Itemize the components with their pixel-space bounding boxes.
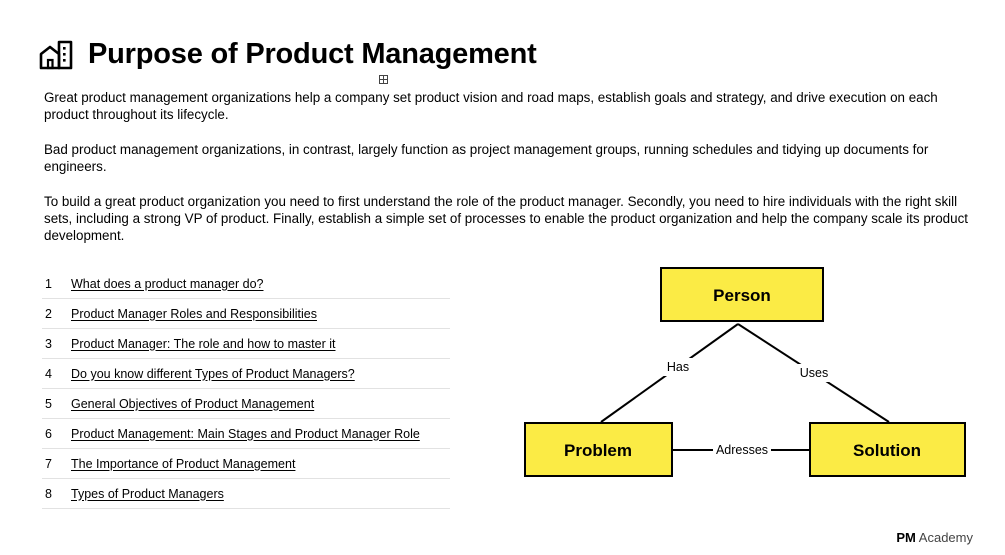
building-icon bbox=[39, 40, 73, 70]
toc-item: 8 Types of Product Managers bbox=[42, 479, 450, 509]
toc-item: 6 Product Management: Main Stages and Pro… bbox=[42, 419, 450, 449]
toc-link[interactable]: Product Manager: The role and how to mas… bbox=[71, 336, 336, 351]
toc-number: 3 bbox=[45, 336, 52, 351]
brand-logo-bold: PM bbox=[896, 530, 916, 545]
node-problem-label: Problem bbox=[564, 441, 632, 460]
edge-label-has: Has bbox=[667, 360, 689, 374]
toc-item: 1 What does a product manager do? bbox=[42, 269, 450, 299]
toc-item: 7 The Importance of Product Management bbox=[42, 449, 450, 479]
toc-link[interactable]: Product Management: Main Stages and Prod… bbox=[71, 426, 420, 441]
toc-number: 8 bbox=[45, 486, 52, 501]
toc-number: 2 bbox=[45, 306, 52, 321]
toc-link[interactable]: Do you know different Types of Product M… bbox=[71, 366, 355, 381]
toc-item: 4 Do you know different Types of Product … bbox=[42, 359, 450, 389]
toc-link[interactable]: Product Manager Roles and Responsibiliti… bbox=[71, 306, 317, 321]
intro-paragraph: Great product management organizations h… bbox=[44, 90, 938, 122]
brand-logo-text: Academy bbox=[918, 530, 973, 545]
intro-text: Great product management organizations h… bbox=[44, 89, 979, 262]
toc-number: 7 bbox=[45, 456, 52, 471]
intro-paragraph: Bad product management organizations, in… bbox=[44, 142, 929, 174]
toc-number: 1 bbox=[45, 276, 52, 291]
toc-number: 4 bbox=[45, 366, 52, 381]
brand-logo: PM Academy bbox=[896, 530, 973, 545]
toc-link[interactable]: The Importance of Product Management bbox=[71, 456, 296, 471]
toc-item: 5 General Objectives of Product Managemen… bbox=[42, 389, 450, 419]
node-solution: Solution bbox=[809, 422, 966, 477]
page-title: Purpose of Product Management bbox=[88, 38, 537, 70]
toc-link[interactable]: What does a product manager do? bbox=[71, 276, 264, 291]
toc-item: 3 Product Manager: The role and how to ma… bbox=[42, 329, 450, 359]
node-problem: Problem bbox=[524, 422, 673, 477]
edge-label-adresses: Adresses bbox=[716, 443, 768, 457]
node-person: Person bbox=[660, 267, 824, 322]
toc-item: 2 Product Manager Roles and Responsibilit… bbox=[42, 299, 450, 329]
toc-number: 5 bbox=[45, 396, 52, 411]
node-person-label: Person bbox=[713, 286, 771, 305]
toc-link[interactable]: General Objectives of Product Management bbox=[71, 396, 315, 411]
toc-link[interactable]: Types of Product Managers bbox=[71, 486, 224, 501]
toc-number: 6 bbox=[45, 426, 52, 441]
add-block-icon[interactable] bbox=[379, 75, 388, 84]
node-solution-label: Solution bbox=[853, 441, 921, 460]
intro-paragraph: To build a great product organization yo… bbox=[44, 194, 968, 243]
relationship-diagram: Has Uses Adresses Person Problem Solutio… bbox=[524, 267, 966, 477]
edge-label-uses: Uses bbox=[800, 366, 828, 380]
